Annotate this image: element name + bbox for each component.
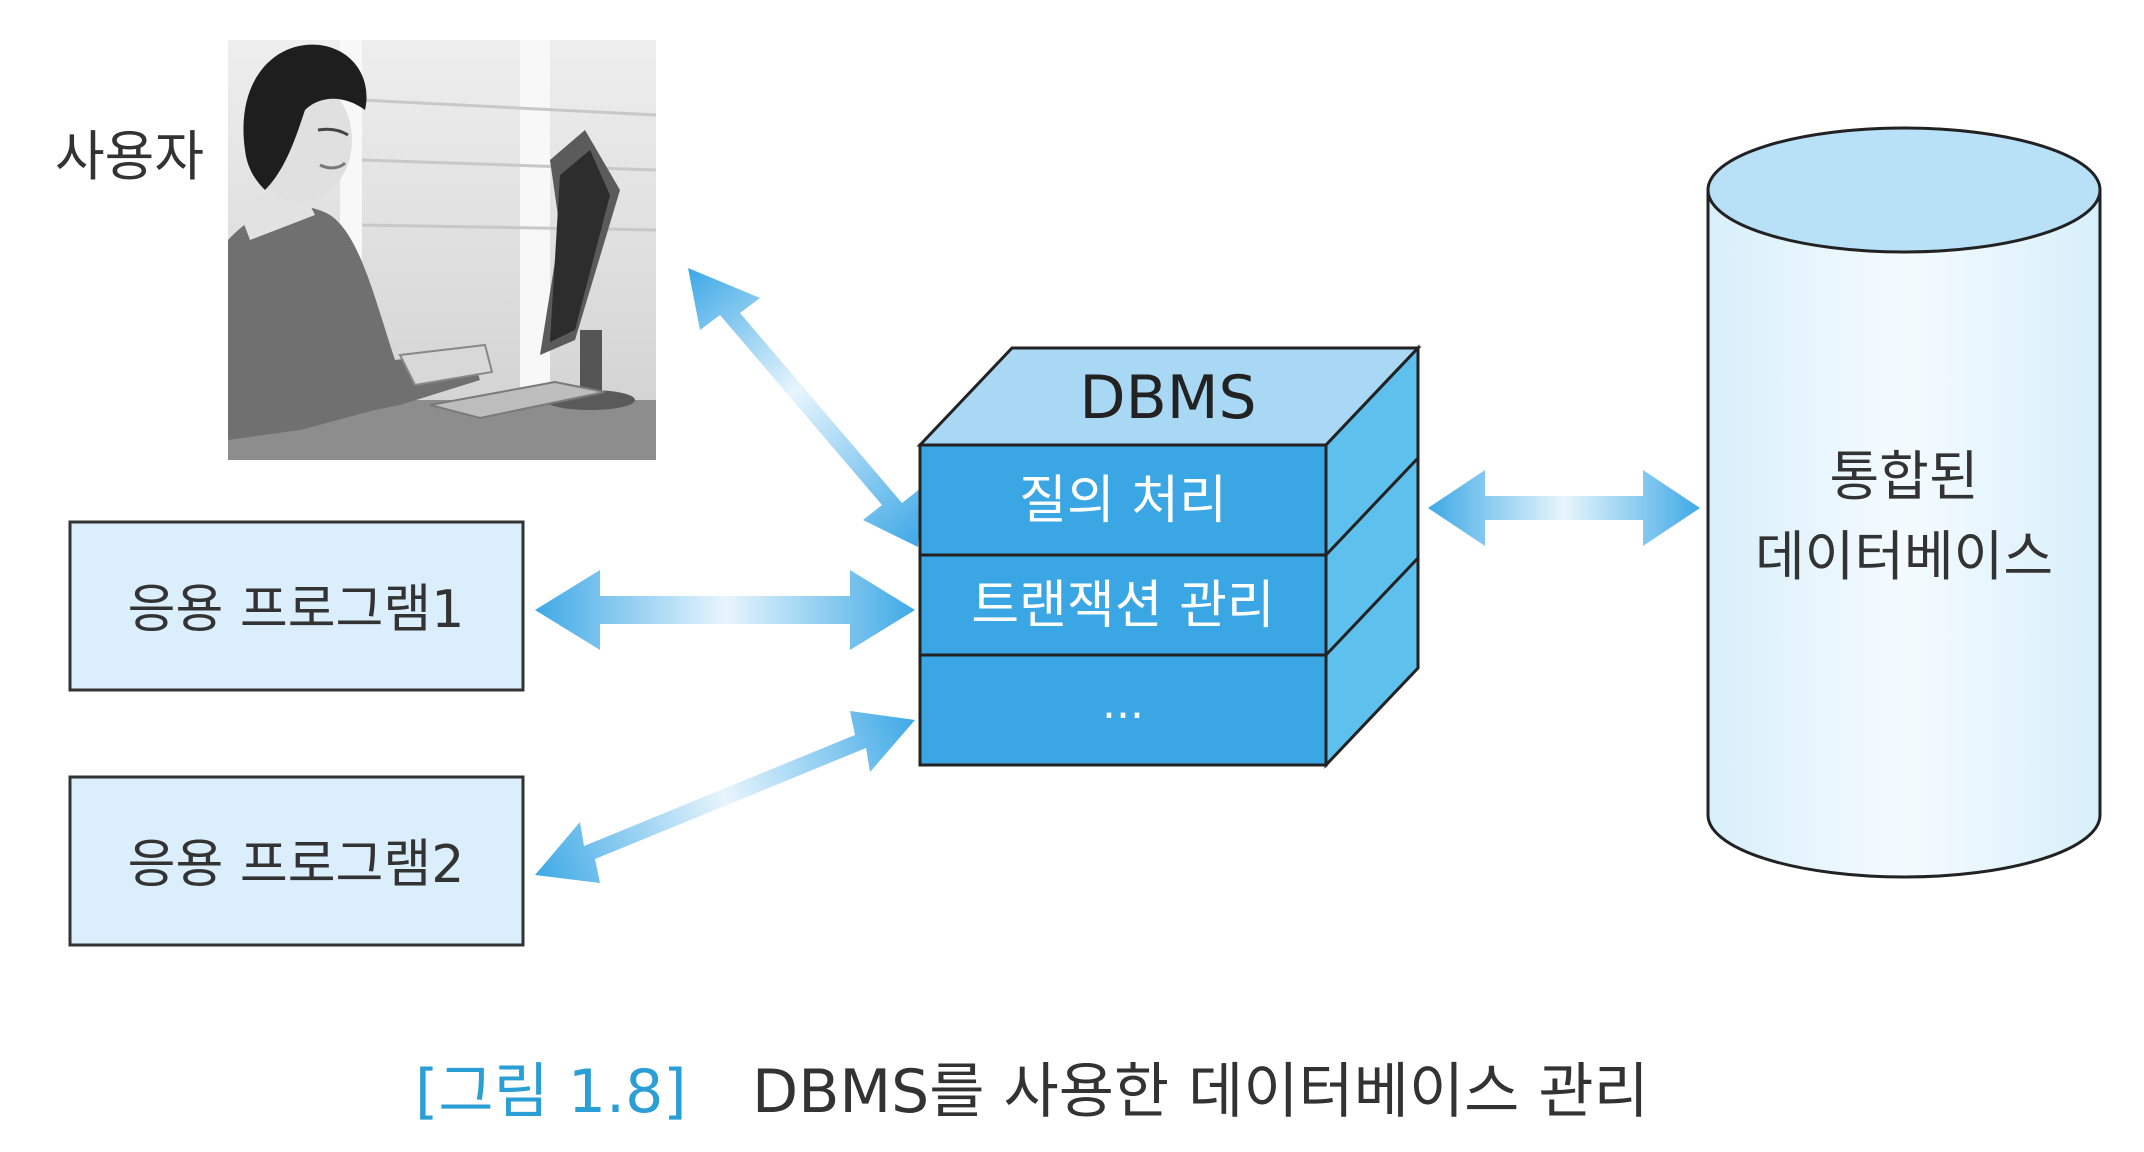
- app-program-2-box: 응용 프로그램2: [68, 775, 525, 947]
- dbms-title: DBMS: [1079, 363, 1256, 433]
- caption-number: [그림 1.8]: [415, 1057, 687, 1127]
- database-label-line2: 데이터베이스: [1755, 525, 2053, 588]
- app1-dbms-arrow: [535, 570, 915, 650]
- user-photo: [228, 40, 657, 460]
- user-dbms-arrow: [688, 268, 921, 547]
- dbms-layer-transaction: 트랜잭션 관리: [971, 576, 1275, 636]
- dbms-layer-more: ...: [1102, 678, 1144, 729]
- app-program-2-label: 응용 프로그램2: [128, 835, 465, 895]
- dbms-stack: DBMS 질의 처리 트랜잭션 관리 ...: [916, 344, 1422, 769]
- app2-dbms-arrow: [535, 711, 915, 883]
- database-cylinder: 통합된 데이터베이스: [1706, 126, 2102, 879]
- app-program-1-label: 응용 프로그램1: [128, 580, 465, 640]
- app-program-1-box: 응용 프로그램1: [68, 520, 525, 692]
- dbms-database-arrow: [1428, 470, 1700, 546]
- caption-text: DBMS를 사용한 데이터베이스 관리: [752, 1057, 1649, 1127]
- figure-caption: [그림 1.8] DBMS를 사용한 데이터베이스 관리: [415, 1057, 1649, 1127]
- dbms-layer-query: 질의 처리: [1019, 471, 1227, 531]
- database-label-line1: 통합된: [1829, 445, 1978, 508]
- user-label: 사용자: [55, 125, 204, 188]
